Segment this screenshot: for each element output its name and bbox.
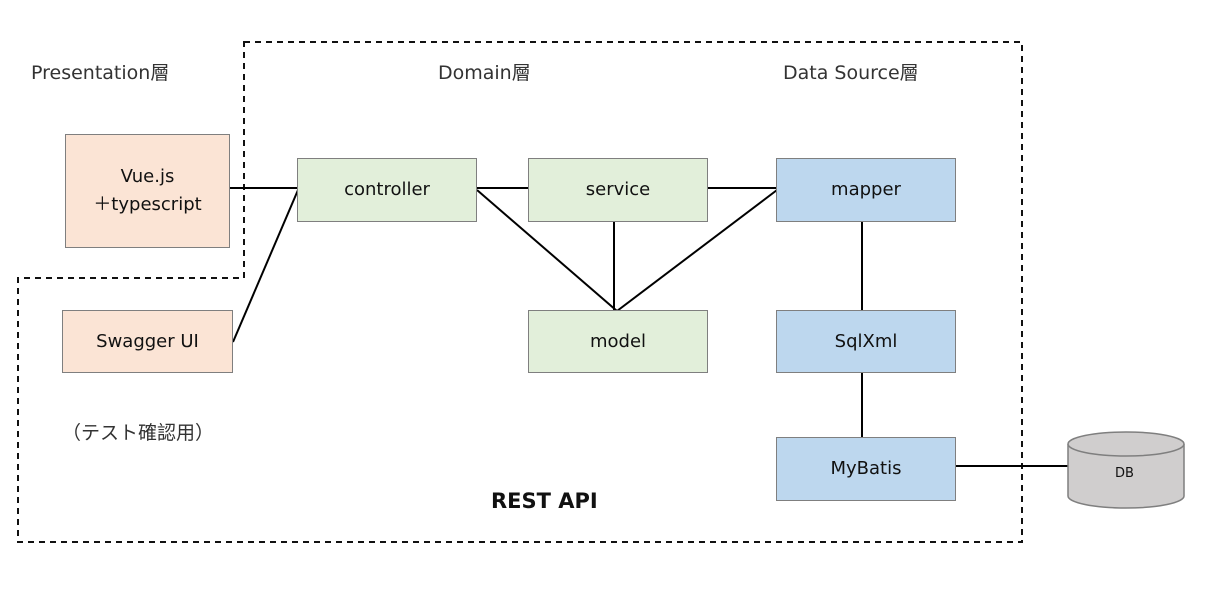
controller-label: controller [344,179,430,200]
rest-api-label: REST API [491,489,598,513]
mybatis-label: MyBatis [830,458,902,479]
model-box: model [528,310,708,373]
service-label: service [585,179,651,200]
sqlxml-label: SqlXml [834,330,898,352]
rest-api-boundary [17,41,1023,543]
controller-box: controller [297,158,477,222]
connector-controller-model [476,189,618,312]
mapper-box: mapper [776,158,956,222]
connector-mapper-model [616,189,778,312]
connector-swagger-controller [232,189,299,343]
service-box: service [528,158,708,222]
db-label: DB [1115,466,1134,481]
swagger-ui-box: Swagger UI [62,310,233,373]
swagger-ui-label: Swagger UI [96,330,199,352]
vue-typescript-box: Vue.js ＋typescript [65,134,230,248]
data-source-layer-label: Data Source層 [783,62,919,84]
mapper-label: mapper [831,179,901,200]
model-label: model [589,330,647,352]
presentation-layer-label: Presentation層 [31,62,170,84]
domain-layer-label: Domain層 [438,62,531,84]
swagger-note: （テスト確認用） [62,422,215,444]
database-cylinder [1067,431,1185,509]
mybatis-box: MyBatis [776,437,956,501]
typescript-label: ＋typescript [93,194,202,215]
vue-label: Vue.js [120,166,175,187]
sqlxml-box: SqlXml [776,310,956,373]
